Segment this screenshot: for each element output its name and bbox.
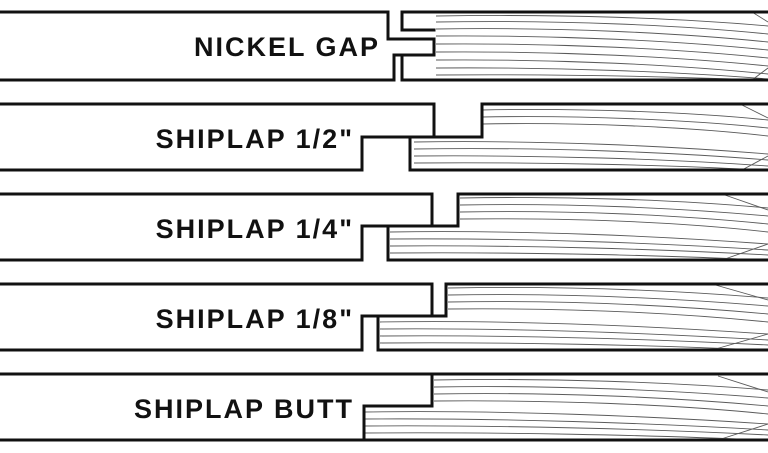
right-board-grain <box>363 375 768 441</box>
right-board-grain <box>435 11 768 81</box>
profile-label-shiplap-quarter: SHIPLAP 1/4" <box>156 214 354 244</box>
right-board-grain <box>389 193 768 261</box>
right-board-outline <box>408 102 768 172</box>
profile-label-shiplap-half: SHIPLAP 1/2" <box>156 124 354 154</box>
right-board-outline <box>386 192 768 262</box>
left-board-outline <box>0 10 436 82</box>
profile-row-nickel-gap: NICKEL GAP <box>0 10 768 82</box>
right-board-grain <box>379 283 768 351</box>
left-board-outline <box>0 372 434 442</box>
profile-label-nickel-gap: NICKEL GAP <box>194 32 380 62</box>
profile-row-shiplap-eighth: SHIPLAP 1/8" <box>0 282 768 352</box>
right-board-grain <box>413 104 768 171</box>
profile-row-shiplap-butt: SHIPLAP BUTT <box>0 372 768 442</box>
right-board-outline <box>400 10 768 82</box>
left-board-outline <box>0 102 436 172</box>
profile-row-shiplap-quarter: SHIPLAP 1/4" <box>0 192 768 262</box>
right-board-outline <box>362 372 768 442</box>
profile-label-shiplap-butt: SHIPLAP BUTT <box>134 394 354 424</box>
right-board-outline <box>376 282 768 352</box>
profile-row-shiplap-half: SHIPLAP 1/2" <box>0 102 768 172</box>
profile-label-shiplap-eighth: SHIPLAP 1/8" <box>156 304 354 334</box>
